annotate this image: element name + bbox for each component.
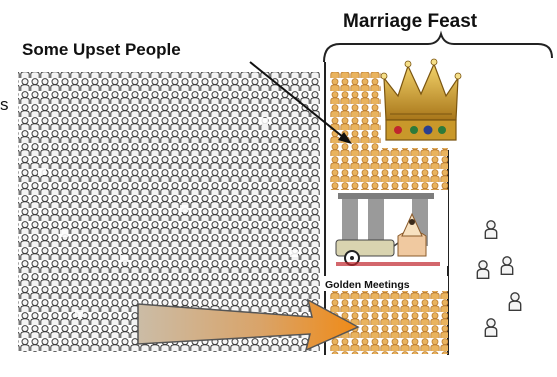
person-icon bbox=[485, 221, 496, 239]
cart-icon bbox=[330, 190, 448, 266]
person-icon bbox=[477, 261, 488, 279]
person-icon bbox=[509, 293, 520, 311]
golden-meetings-label: Golden Meetings bbox=[325, 279, 410, 291]
upset-people-label: Some Upset People bbox=[22, 40, 181, 59]
guest-people bbox=[477, 221, 520, 337]
person-icon bbox=[485, 319, 496, 337]
crown-icon bbox=[381, 59, 461, 148]
title-brace bbox=[324, 34, 552, 62]
person-icon bbox=[501, 257, 512, 275]
edge-letter: s bbox=[0, 95, 9, 114]
diagram-title: Marriage Feast bbox=[343, 11, 478, 32]
